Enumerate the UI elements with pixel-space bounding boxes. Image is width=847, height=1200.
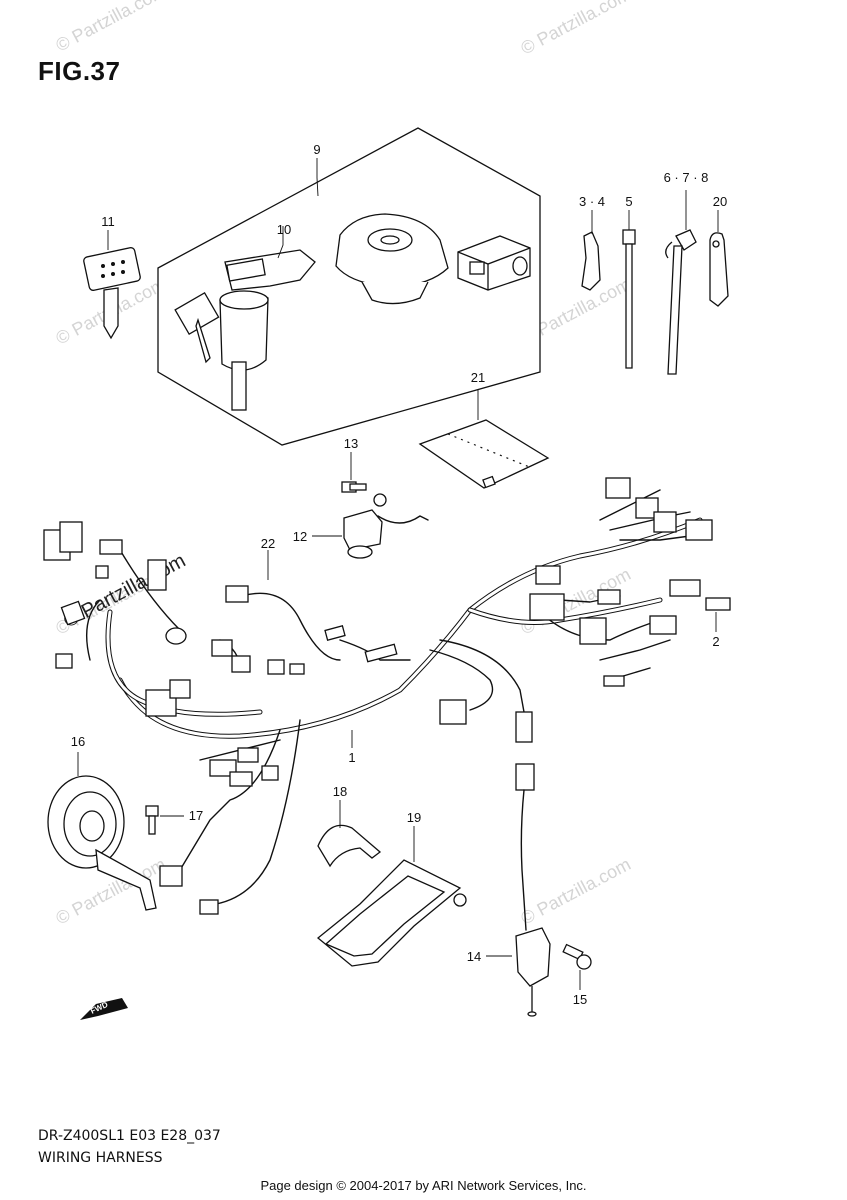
callout-9: 9 [313, 142, 320, 157]
part-12-sensor [312, 493, 429, 559]
fwd-arrow-icon: FWD [80, 998, 128, 1020]
callout-15: 15 [573, 992, 587, 1007]
callout-14: 14 [467, 949, 481, 964]
callout-21: 21 [471, 370, 485, 385]
watermark: © Partzilla.com [517, 0, 633, 59]
callout-1: 1 [348, 750, 355, 765]
callout-16: 16 [71, 734, 85, 749]
callout-19: 19 [407, 810, 421, 825]
callout-11: 11 [101, 214, 115, 229]
callout-6-7-8: 6 · 7 · 8 [664, 170, 709, 185]
part-16-horn [47, 752, 157, 911]
watermark: © Partzilla.com [52, 0, 168, 56]
part-13-bolt [341, 452, 367, 493]
part-21-label [418, 390, 550, 489]
callout-2: 2 [712, 634, 719, 649]
part-17-bolt [145, 805, 184, 835]
callout-20: 20 [713, 194, 727, 209]
model-code: DR-Z400SL1 E03 E28_037 [38, 1128, 221, 1144]
part-15-bolt [562, 943, 592, 990]
harness-connectors [43, 477, 731, 915]
page-footer: Page design © 2004-2017 by ARI Network S… [260, 1178, 587, 1193]
part-seat-lock [457, 235, 531, 291]
callout-22: 22 [261, 536, 275, 551]
part-fuel-cap [335, 213, 449, 305]
part-19-bracket [316, 826, 467, 967]
part-14-switch [486, 763, 551, 1017]
callout-13: 13 [344, 436, 358, 451]
part-11-key [83, 230, 141, 340]
callouts: 9 10 11 3 · 4 5 6 · 7 · 8 20 21 13 12 22… [71, 142, 727, 1007]
callout-18: 18 [333, 784, 347, 799]
callout-3-4: 3 · 4 [579, 194, 605, 209]
part-18-cover [317, 800, 382, 868]
part-6-7-8-clamp [665, 190, 697, 375]
callout-10: 10 [277, 222, 291, 237]
callout-5: 5 [625, 194, 632, 209]
callout-17: 17 [189, 808, 203, 823]
watermark: © Partzilla.com [517, 854, 633, 929]
section-name: WIRING HARNESS [38, 1150, 163, 1166]
part-3-4-strap [581, 210, 601, 291]
part-20-clamp [709, 210, 729, 307]
part-5-cable-tie [622, 210, 636, 369]
callout-12: 12 [293, 529, 307, 544]
figure-title: FIG.37 [38, 56, 121, 86]
part-10-ignition-switch [174, 226, 316, 411]
